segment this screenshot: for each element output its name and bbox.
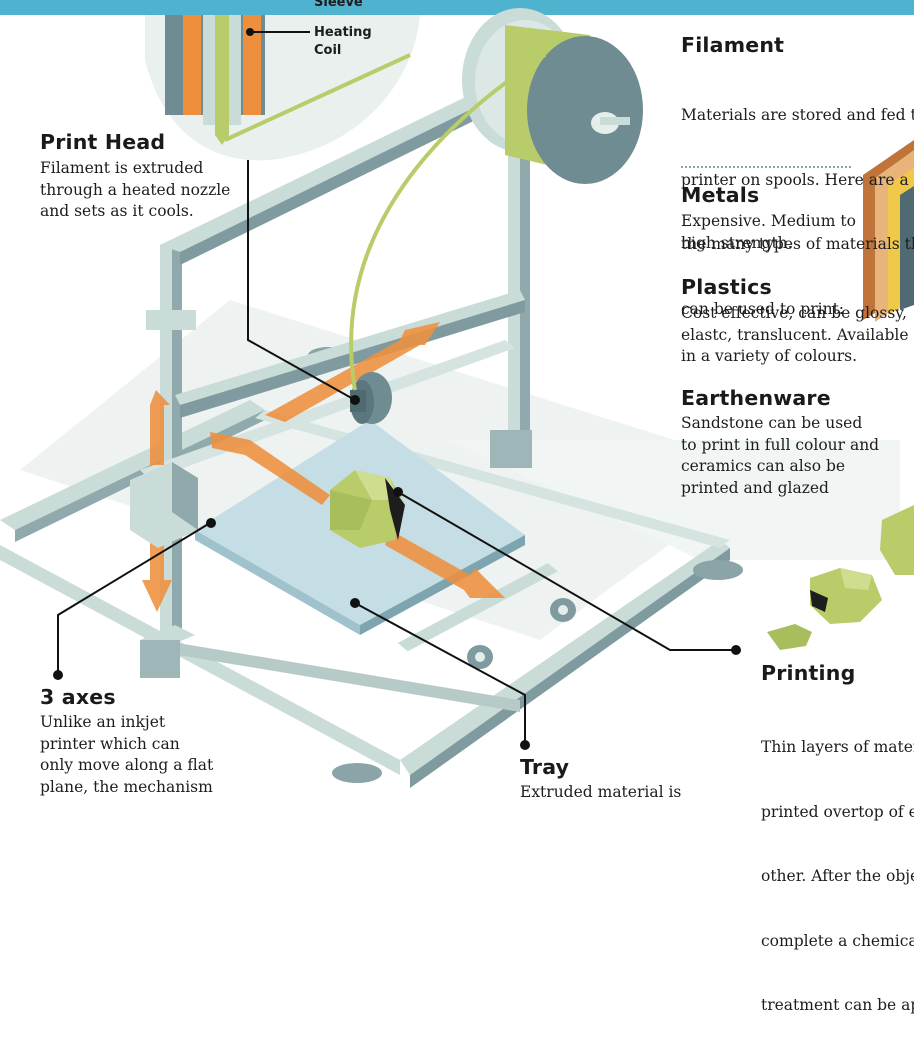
printing-line: other. After the obje <box>761 867 914 885</box>
filament-spool <box>462 8 643 184</box>
filament-line: the many types of materials tha <box>681 235 914 253</box>
section-divider <box>681 166 851 168</box>
metals-title: Metals <box>681 183 760 207</box>
filament-line: can be used to print: <box>681 299 845 318</box>
printed-object <box>330 470 405 548</box>
filament-line: Materials are stored and fed to <box>681 106 914 124</box>
floor-shadow-right <box>450 440 900 560</box>
printing-text: Thin layers of materi printed overtop of… <box>761 694 914 1038</box>
metals-text: Expensive. Medium to high strength. <box>681 212 856 252</box>
filament-feed <box>349 53 547 391</box>
top-bar <box>160 90 500 265</box>
z-carriage <box>130 310 198 548</box>
printing-line: complete a chemica <box>761 931 914 950</box>
printing-line: printed overtop of ea <box>761 802 914 821</box>
foot <box>332 763 382 783</box>
printing-title: Printing <box>761 661 856 685</box>
print-head-title: Print Head <box>40 130 166 154</box>
plastics-title: Plastics <box>681 275 772 299</box>
axes-title: 3 axes <box>40 685 116 709</box>
front-rod <box>397 563 576 669</box>
heating-coil-label: Heating Coil <box>314 25 372 58</box>
earthenware-title: Earthenware <box>681 386 831 410</box>
earthenware-text: Sandstone can be used to print in full c… <box>681 414 880 497</box>
filament-text: Materials are stored and fed to printer … <box>681 62 914 342</box>
printing-line: treatment can be ap <box>761 996 914 1014</box>
head-detail-inset <box>145 15 420 161</box>
printing-line: Thin layers of materi <box>761 738 914 756</box>
leader-lines <box>57 31 736 745</box>
sleeve-label: Sleeve <box>314 0 363 10</box>
print-head-text: Filament is extruded through a heated no… <box>40 159 231 220</box>
filament-title: Filament <box>681 33 785 57</box>
leader-dots <box>53 28 741 750</box>
sample-prints <box>767 505 914 650</box>
material-swatches <box>863 140 914 322</box>
top-color-band <box>0 0 914 15</box>
foot <box>693 560 743 580</box>
axes-text: Unlike an inkjet printer which can only … <box>40 713 214 796</box>
3d-printer-illustration <box>0 8 914 788</box>
plastics-text: Cost effective, can be glossy, elastc, t… <box>681 304 909 365</box>
tray-title: Tray <box>520 755 570 779</box>
